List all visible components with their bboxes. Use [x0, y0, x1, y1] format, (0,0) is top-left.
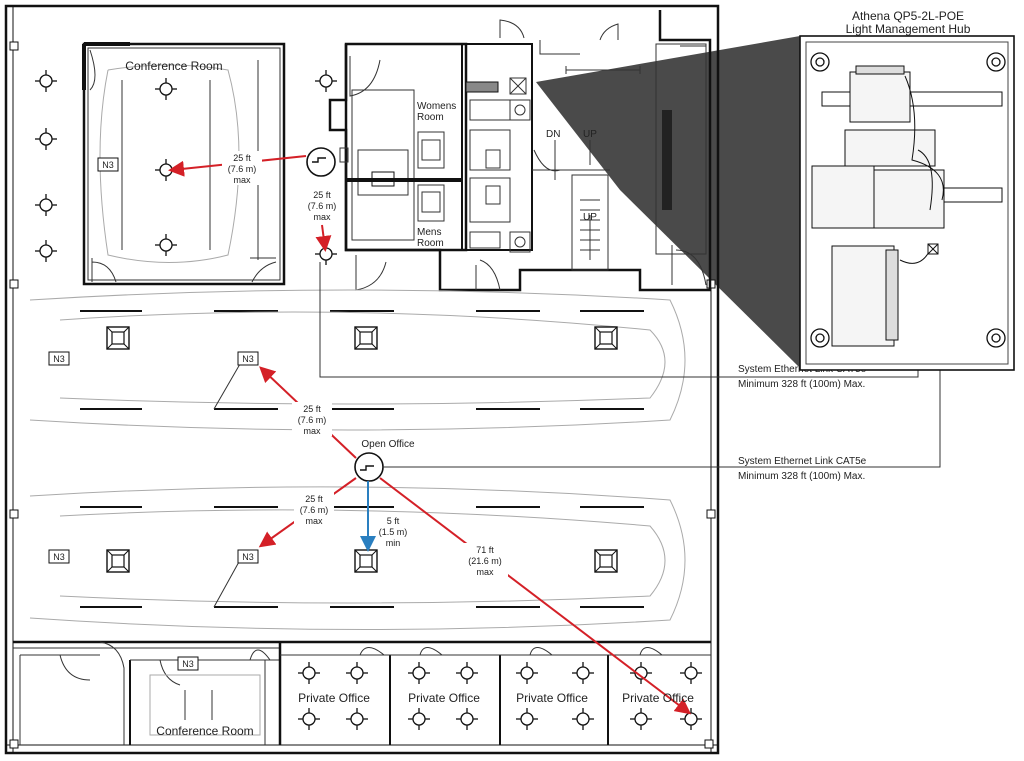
distance-label-open-lower: 25 ft (7.6 m) max — [294, 492, 334, 526]
hub-subtitle: Light Management Hub — [846, 22, 971, 36]
ethernet-link-label: System Ethernet Link CAT5e Minimum 328 f… — [738, 456, 867, 482]
room-label-open-office: Open Office — [361, 439, 415, 450]
n3-tags: N3 N3 N3 N3 N3 N3 — [48, 157, 259, 671]
svg-text:(21.6 m): (21.6 m) — [468, 556, 502, 566]
room-label-private-office: Private Office — [408, 691, 480, 705]
distance-label-open-upper: 25 ft (7.6 m) max — [292, 402, 332, 436]
stair-label-up: UP — [583, 129, 597, 140]
arrow-conf-vertical — [315, 224, 332, 252]
room-label-conference-bottom: Conference Room — [156, 724, 253, 738]
n3-tag: N3 — [237, 549, 259, 564]
n3-tag: N3 — [177, 656, 199, 671]
svg-text:5 ft: 5 ft — [387, 516, 400, 526]
svg-text:min: min — [386, 538, 401, 548]
n3-tag: N3 — [48, 351, 70, 366]
svg-text:Minimum 328 ft (100m) Max.: Minimum 328 ft (100m) Max. — [738, 379, 865, 390]
svg-text:max: max — [233, 175, 251, 185]
arrow-open-long — [379, 477, 692, 715]
distance-label-open-min: 5 ft (1.5 m) min — [379, 516, 408, 548]
light-management-hub — [799, 35, 1015, 371]
room-label-private-office: Private Office — [516, 691, 588, 705]
svg-text:N3: N3 — [102, 160, 114, 170]
room-label-womens: Room — [417, 112, 444, 123]
svg-text:Minimum 328 ft (100m) Max.: Minimum 328 ft (100m) Max. — [738, 471, 865, 482]
n3-tag: N3 — [48, 549, 70, 564]
svg-text:max: max — [305, 516, 323, 526]
svg-text:(1.5 m): (1.5 m) — [379, 527, 408, 537]
svg-text:N3: N3 — [53, 354, 65, 364]
svg-text:max: max — [476, 567, 494, 577]
svg-text:(7.6 m): (7.6 m) — [300, 505, 329, 515]
hub-title: Athena QP5-2L-POE — [852, 9, 964, 23]
room-label-mens: Mens — [417, 227, 441, 238]
building-core — [328, 10, 712, 292]
sensor-conference — [306, 147, 336, 177]
svg-text:System Ethernet Link CAT5e: System Ethernet Link CAT5e — [738, 456, 867, 467]
svg-text:N3: N3 — [182, 659, 194, 669]
room-label-private-office: Private Office — [622, 691, 694, 705]
stair-label-up: UP — [583, 212, 597, 223]
conference-room-top — [82, 42, 286, 286]
svg-text:max: max — [303, 426, 321, 436]
svg-text:25 ft: 25 ft — [303, 404, 321, 414]
distance-label-conf-vertical: 25 ft (7.6 m) max — [308, 190, 337, 222]
n3-tag: N3 — [237, 351, 259, 366]
svg-text:max: max — [313, 212, 331, 222]
sensor-open-office — [354, 452, 384, 482]
distance-label-open-long: 71 ft (21.6 m) max — [462, 543, 508, 577]
stair-label-dn: DN — [546, 129, 560, 140]
svg-text:(7.6 m): (7.6 m) — [308, 201, 337, 211]
distance-label-conf-horizontal: 25 ft (7.6 m) max — [222, 151, 262, 185]
svg-text:N3: N3 — [53, 552, 65, 562]
svg-text:25 ft: 25 ft — [233, 153, 251, 163]
svg-text:(7.6 m): (7.6 m) — [298, 415, 327, 425]
building-walls — [4, 4, 720, 755]
svg-text:25 ft: 25 ft — [313, 190, 331, 200]
svg-text:N3: N3 — [242, 354, 254, 364]
svg-text:(7.6 m): (7.6 m) — [228, 164, 257, 174]
room-label-mens: Room — [417, 238, 444, 249]
n3-tag: N3 — [97, 157, 119, 172]
room-label-womens: Womens — [417, 101, 456, 112]
room-label-conference-top: Conference Room — [125, 59, 222, 73]
room-label-private-office: Private Office — [298, 691, 370, 705]
svg-text:N3: N3 — [242, 552, 254, 562]
svg-text:25 ft: 25 ft — [305, 494, 323, 504]
svg-text:71 ft: 71 ft — [476, 545, 494, 555]
